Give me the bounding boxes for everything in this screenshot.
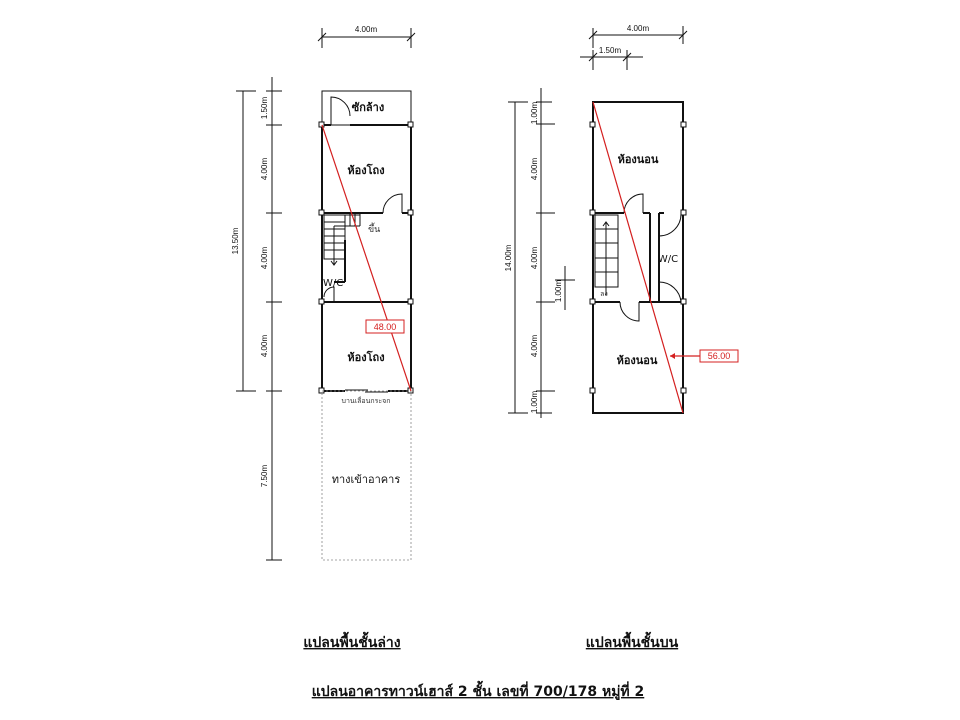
upper-seg-5: 1.00m — [530, 391, 539, 414]
ground-seg-5: 7.50m — [260, 465, 269, 488]
ground-total-length-label: 13.50m — [231, 227, 240, 254]
room-wc-ground: W/C — [323, 278, 343, 289]
ground-area-diagonal — [321, 124, 412, 392]
entrance-area — [321, 390, 412, 561]
ground-floor-title: แปลนพื้นชั้นล่าง — [303, 631, 400, 651]
upper-seg-2: 4.00m — [530, 158, 539, 181]
upper-seg-1: 1.00m — [530, 102, 539, 125]
main-title: แปลนอาคารทาวน์เฮาส์ 2 ชั้น เลขที่ 700/17… — [312, 680, 645, 700]
upper-seg-4: 4.00m — [530, 335, 539, 358]
ground-length-dimension: 13.50m 1.50m 4.00m 4.00m 4.00m 7.50m — [231, 77, 282, 561]
upper-width-dimensions: 4.00m 1.50m — [580, 24, 688, 70]
upper-area-arrow-icon — [670, 353, 675, 359]
upper-columns — [589, 121, 687, 394]
upper-walls — [592, 101, 684, 414]
upper-total-length-label: 14.00m — [504, 244, 513, 271]
room-wc-upper: W/C — [658, 254, 678, 265]
entrance-label: ทางเข้าอาคาร — [332, 473, 401, 486]
ground-seg-4: 4.00m — [260, 335, 269, 358]
upper-area-box — [699, 349, 739, 363]
sliding-door-label: บานเลื่อนกระจก — [342, 396, 391, 405]
stair-up-label: ขึ้น — [368, 222, 380, 235]
upper-floor-plan: 4.00m 1.50m 14.00m 1.00 — [504, 24, 739, 418]
stair-down-label: ลง — [600, 290, 608, 298]
room-bedroom-rear: ห้องนอน — [618, 153, 659, 166]
ground-area-label: 48.00 — [374, 322, 397, 332]
upper-seg-3: 4.00m — [530, 247, 539, 270]
ground-seg-3: 4.00m — [260, 247, 269, 270]
upper-width-label: 4.00m — [627, 24, 650, 33]
ground-floor-plan: 4.00m 13.50m 1.50m 4.00m 4.00m 4.00m 7.5… — [231, 25, 416, 561]
room-bedroom-front: ห้องนอน — [617, 354, 658, 367]
ground-width-dimension: 4.00m — [317, 25, 416, 48]
upper-area-label: 56.00 — [708, 351, 731, 361]
room-hall-front: ห้องโถง — [347, 350, 384, 364]
ground-walls — [321, 90, 412, 393]
ground-seg-2: 4.00m — [260, 158, 269, 181]
room-hall-rear: ห้องโถง — [347, 163, 384, 177]
upper-length-dimension: 14.00m 1.00m 4.00m 4.00m 4.00m 1.00m 1.0… — [504, 88, 575, 418]
room-washing: ซักล้าง — [352, 101, 384, 114]
ground-area-box — [365, 319, 405, 334]
upper-area-diagonal — [592, 101, 684, 414]
upper-sub-width-label: 1.50m — [599, 46, 622, 55]
ground-width-label: 4.00m — [355, 25, 378, 34]
ground-seg-1: 1.50m — [260, 97, 269, 120]
upper-stair-dim: 1.00m — [554, 280, 563, 303]
upper-floor-title: แปลนพื้นชั้นบน — [586, 631, 679, 651]
